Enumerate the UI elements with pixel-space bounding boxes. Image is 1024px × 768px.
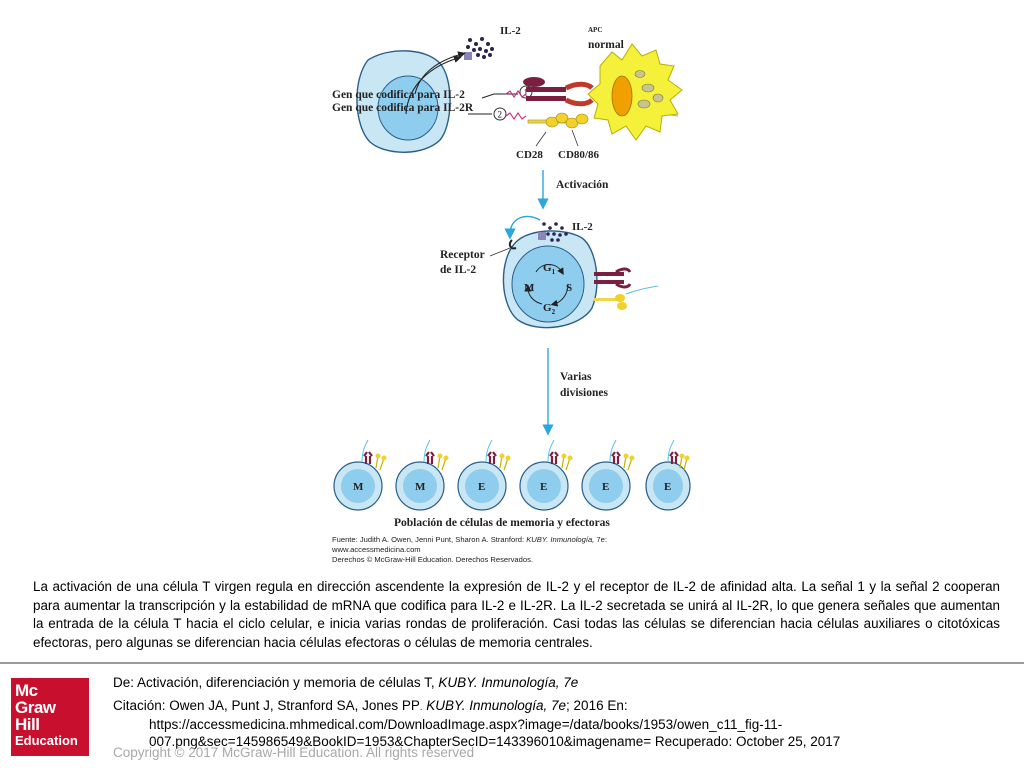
activation-diagram: IL-2 1 2 Gen que codifica para IL-2 Gen …: [330, 22, 692, 564]
apc-small-label: APC: [588, 26, 602, 34]
source-line-3: Derechos © McGraw-Hill Education. Derech…: [332, 555, 533, 564]
cd28-cd80-complex: [527, 112, 589, 129]
source-line-2: www.accessmedicina.com: [331, 545, 421, 554]
mcgraw-hill-logo: Mc Graw Hill Education: [11, 678, 89, 756]
apc-normal-label: normal: [588, 39, 624, 51]
progeny-cell-label: E: [478, 481, 485, 493]
il2-receptor-shape: [508, 239, 517, 250]
footer-source-title: De: Activación, diferenciación y memoria…: [113, 675, 578, 690]
signal-2-marker: [493, 107, 507, 121]
footer-from-italic: KUBY. Inmunología, 7e: [438, 675, 579, 690]
logo-line-3: Hill: [15, 715, 40, 734]
gene-il2r-label: Gen que codifica para IL-2R: [332, 102, 474, 114]
citation-dot: .: [419, 702, 423, 712]
cd28-label: CD28: [516, 149, 543, 161]
progeny-cell-3: E: [457, 439, 511, 511]
il2-secretion-dots: [464, 37, 494, 60]
il2-label-top: IL-2: [500, 25, 521, 37]
phase-g1: G1: [543, 262, 556, 276]
population-label: Población de células de memoria y efecto…: [394, 517, 610, 529]
progeny-cell-5: E: [581, 439, 635, 511]
activated-t-cell: [502, 230, 598, 329]
source-line-1: Fuente: Judith A. Owen, Jenni Punt, Shar…: [332, 535, 607, 544]
logo-line-4: Education: [15, 733, 78, 748]
footer-from-prefix: De: Activación, diferenciación y memoria…: [113, 675, 439, 690]
copyright-text: Copyright © 2017 McGraw-Hill Education. …: [113, 745, 475, 760]
progeny-cell-label: M: [415, 481, 426, 493]
logo-line-1: Mc: [15, 681, 38, 700]
cd28-mid: [594, 285, 659, 310]
il2-label-mid: IL-2: [572, 221, 593, 233]
citation-italic: KUBY. Inmunología, 7e: [426, 698, 567, 713]
apc-cell: [587, 43, 683, 141]
il2-dots-mid: [538, 222, 568, 242]
progeny-cell-2: M: [395, 439, 449, 511]
progeny-cell-label: M: [353, 481, 364, 493]
progeny-cell-4: E: [519, 439, 573, 511]
varias-label-2: divisiones: [560, 387, 608, 399]
progeny-cell-6: E: [645, 439, 691, 511]
gene-il2-label: Gen que codifica para IL-2: [332, 89, 465, 101]
cd4-marker: [523, 77, 545, 87]
cell-cycle: [524, 264, 569, 307]
logo-line-2: Graw: [15, 698, 56, 717]
citation-url-line-2: 007.png&sec=145986549&BookID=1953&Chapte…: [149, 734, 841, 749]
progeny-cell-1: M: [333, 439, 387, 511]
autocrine-arrow: [504, 215, 541, 240]
naive-t-cell: [356, 50, 451, 153]
receptor-label-2: de IL-2: [440, 264, 476, 276]
receptor-label-1: Receptor: [440, 249, 485, 261]
cd80-86-label: CD80/86: [558, 149, 599, 161]
signal-1-label: 1: [524, 88, 529, 98]
footer-divider: [0, 662, 1024, 664]
tcr-mid: [594, 267, 632, 289]
signal-2-squiggle: [505, 112, 527, 120]
progeny-cell-label: E: [540, 481, 547, 493]
signal-2-label: 2: [498, 110, 503, 120]
phase-m: M: [524, 282, 535, 294]
progeny-cell-label: E: [664, 481, 671, 493]
phase-g2: G2: [543, 302, 556, 316]
citation-url-line-1: https://accessmedicina.mhmedical.com/Dow…: [149, 717, 783, 732]
varias-label-1: Varias: [560, 371, 592, 383]
citation-suffix: ; 2016 En:: [566, 698, 628, 713]
citation-prefix: Citación: Owen JA, Punt J, Stranford SA,…: [113, 698, 420, 713]
signal-1-squiggle: [505, 90, 527, 98]
progeny-cell-label: E: [602, 481, 609, 493]
activation-label: Activación: [556, 179, 609, 191]
footer-citation: Citación: Owen JA, Punt J, Stranford SA,…: [113, 697, 993, 750]
figure-caption: La activación de una célula T virgen reg…: [33, 579, 1000, 650]
phase-s: S: [566, 282, 572, 294]
progeny-cells: M M E E: [333, 439, 691, 511]
